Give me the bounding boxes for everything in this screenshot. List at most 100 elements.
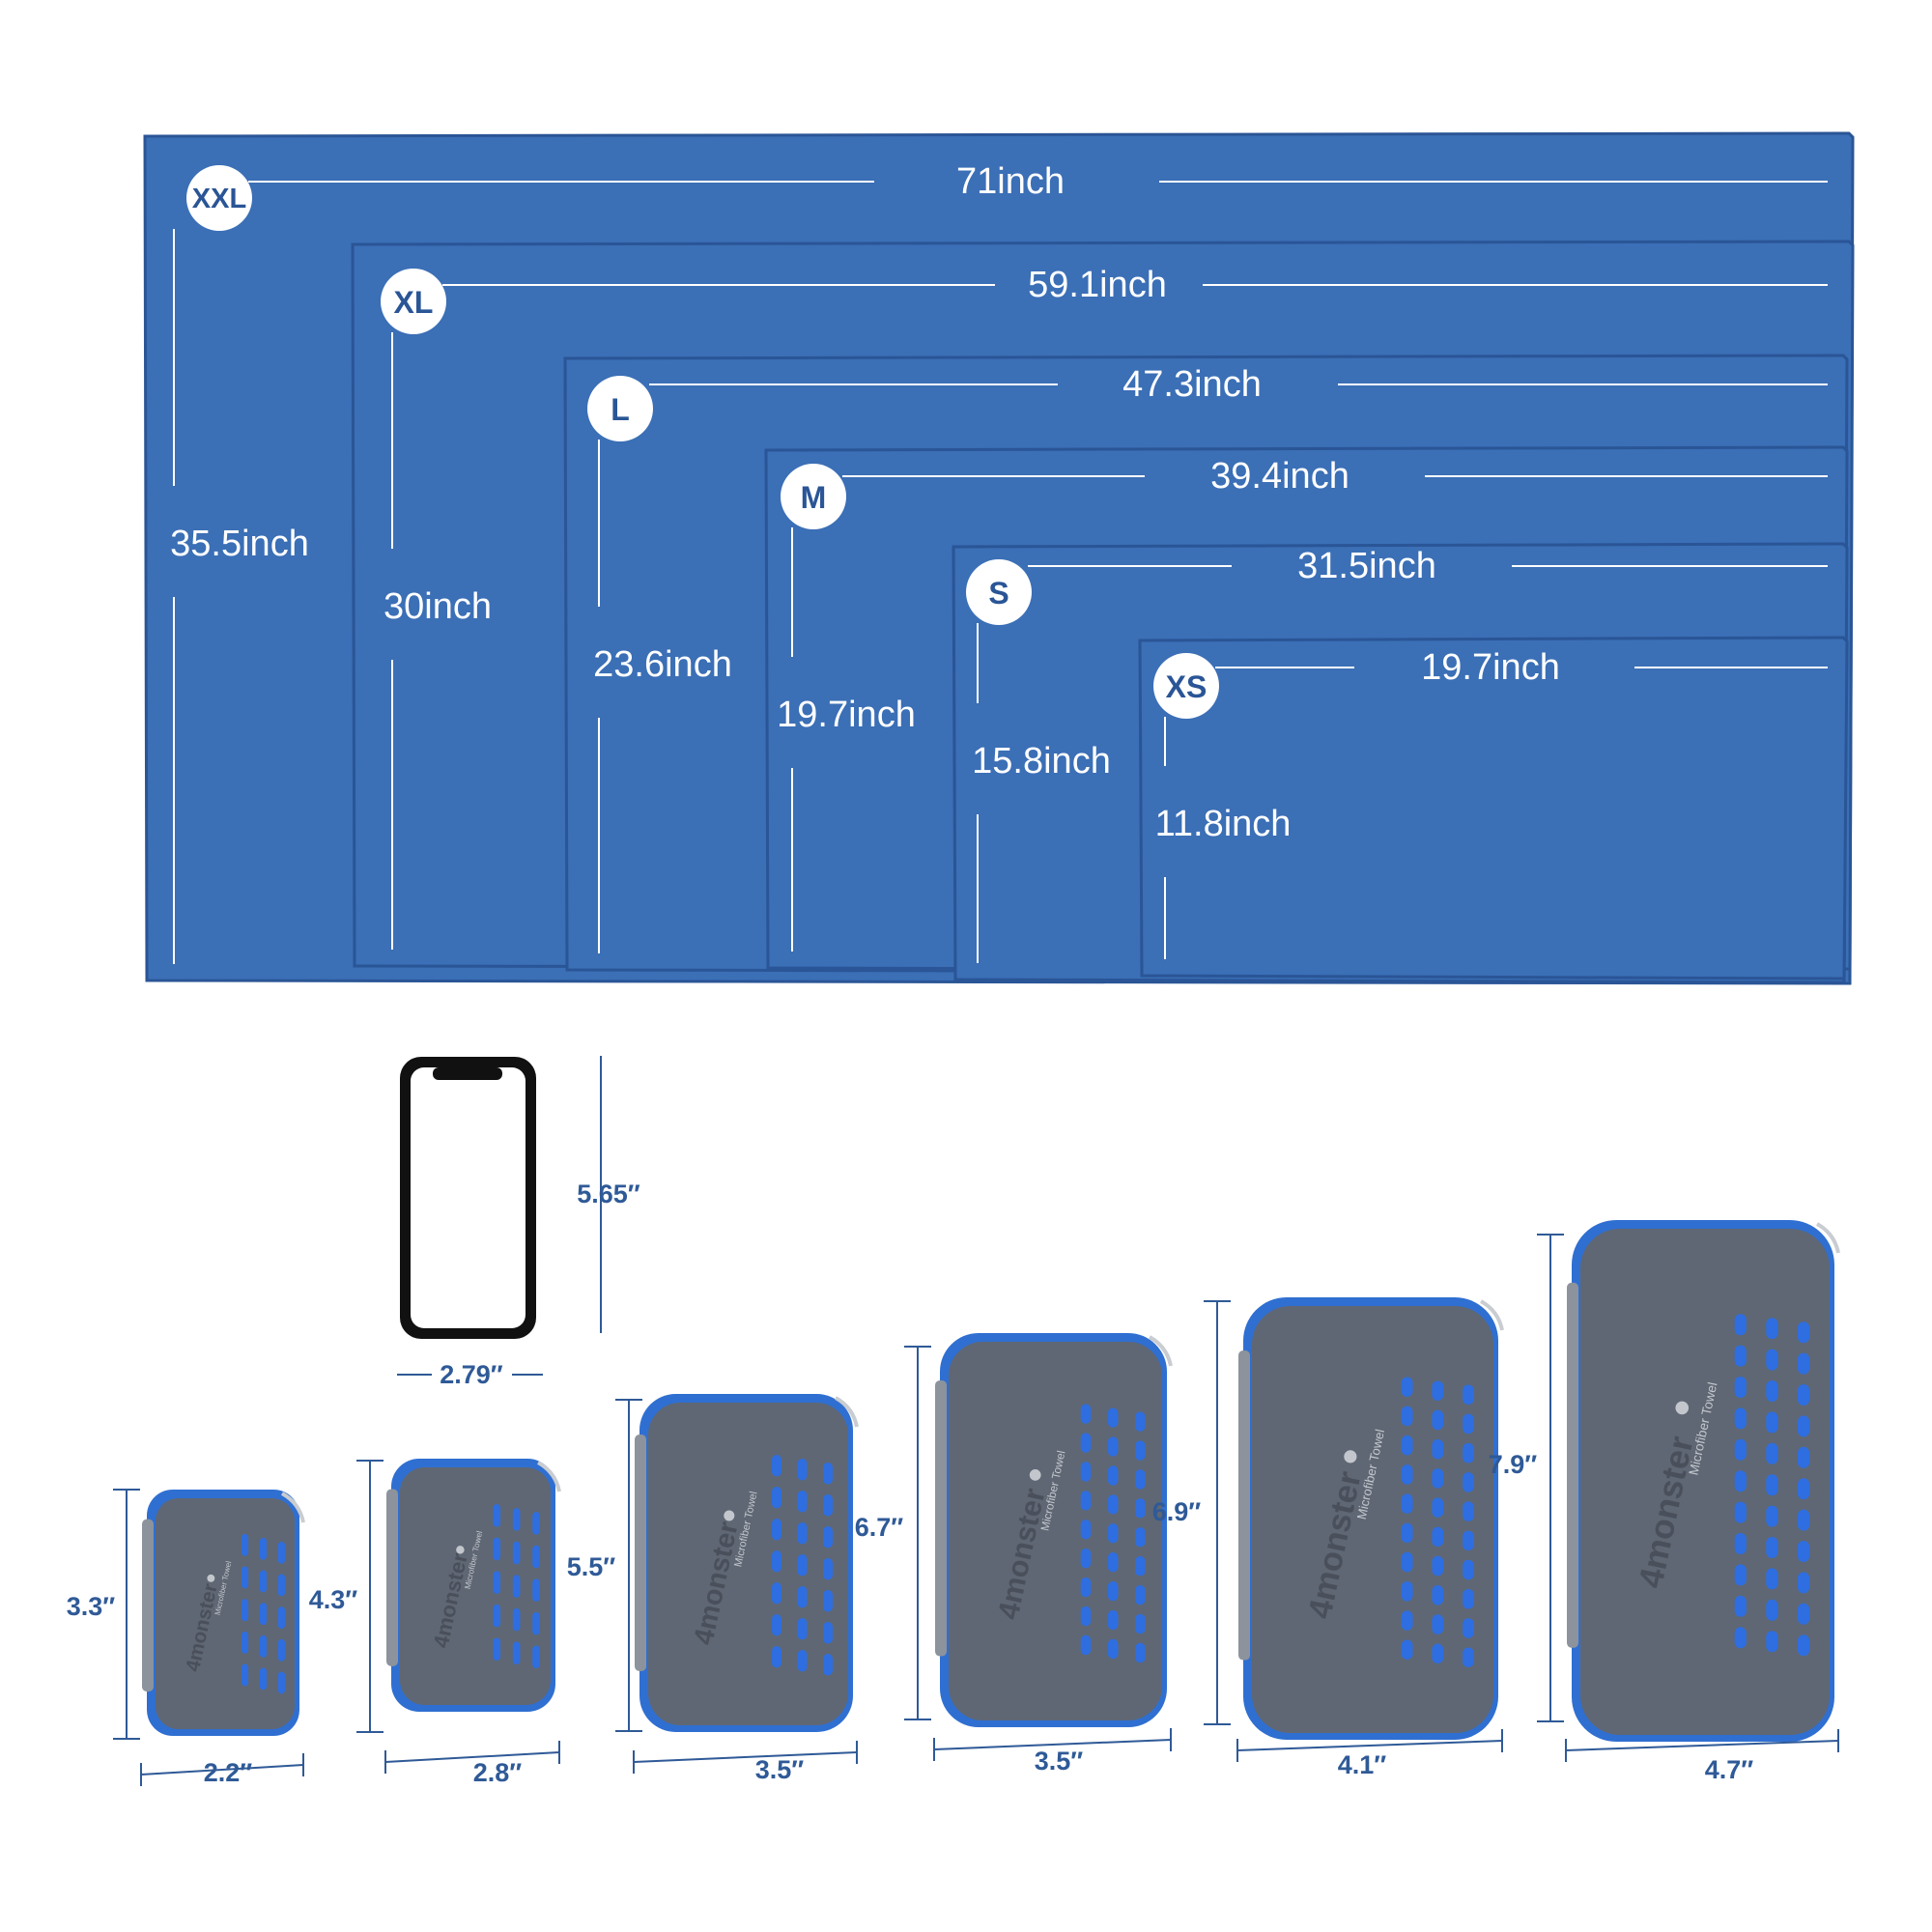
case-vent [1797, 1352, 1810, 1375]
towel-height-label: 11.8inch [1155, 804, 1292, 844]
case-vent [1797, 1446, 1810, 1468]
case-vent [1107, 1436, 1119, 1457]
towel-height-label: 19.7inch [777, 695, 916, 735]
case-vent [823, 1590, 834, 1612]
case-vent [772, 1614, 781, 1636]
size-badge [587, 376, 653, 441]
case-handle-strap [142, 1519, 154, 1692]
case-vent [532, 1645, 540, 1669]
size-badge [966, 559, 1032, 625]
case-vent [1734, 1595, 1747, 1617]
size-badge [1153, 653, 1219, 719]
case-vent [1401, 1493, 1413, 1514]
case-vent [823, 1463, 834, 1485]
case-vent [1797, 1415, 1810, 1437]
towel-height-label: 35.5inch [170, 524, 309, 564]
case-vent [277, 1638, 285, 1662]
case-vent [1432, 1585, 1444, 1605]
case-vent [1432, 1380, 1444, 1401]
case-vent [1766, 1631, 1778, 1653]
case-vent [772, 1646, 781, 1668]
case-vent [241, 1663, 249, 1687]
case-vent [1107, 1609, 1119, 1631]
case-vent [1080, 1404, 1092, 1424]
case-vent [259, 1603, 268, 1626]
case-vent [1107, 1580, 1119, 1602]
phone-screen [411, 1067, 526, 1328]
case-vent [1401, 1522, 1413, 1544]
case-handle-strap [635, 1435, 646, 1671]
case-vent [241, 1566, 249, 1589]
towel-width-label: 59.1inch [1028, 265, 1167, 305]
case-vent [797, 1459, 808, 1481]
case-vent [1107, 1638, 1119, 1660]
phone-reference: 5.65″2.79″ [397, 1056, 640, 1389]
brand-mark-icon [207, 1574, 215, 1582]
case-vent [277, 1606, 285, 1630]
case-vent [1463, 1384, 1474, 1405]
case-vent [1734, 1533, 1747, 1555]
case-vent [1797, 1603, 1810, 1625]
case-vent [1135, 1469, 1146, 1490]
case-vent [1797, 1509, 1810, 1531]
case-vent [823, 1558, 834, 1580]
case-vent [1135, 1527, 1146, 1548]
zipper-pull-icon [1148, 1335, 1173, 1367]
case-vent [1401, 1581, 1413, 1602]
case-vent [1463, 1472, 1474, 1492]
zipper-pull-icon [536, 1461, 561, 1492]
case-vent [797, 1554, 808, 1577]
case-vent [1766, 1505, 1778, 1527]
size-badge [381, 269, 446, 334]
towel-fabric [1138, 636, 1849, 980]
case-vent [1135, 1440, 1146, 1461]
case-vent [493, 1537, 501, 1561]
case-shell [400, 1467, 551, 1705]
case-vent [1766, 1537, 1778, 1559]
case-vent [1734, 1470, 1747, 1492]
case-vent [1766, 1474, 1778, 1496]
case-vent [1135, 1498, 1146, 1519]
case-shell [156, 1498, 295, 1729]
case-vent [1135, 1613, 1146, 1634]
case-vent [532, 1578, 540, 1602]
case-vent [259, 1570, 268, 1593]
case-vent [1766, 1568, 1778, 1590]
case-vent [1107, 1465, 1119, 1486]
case-vent [1734, 1345, 1747, 1367]
case-vent [1463, 1413, 1474, 1435]
case-vent [512, 1641, 521, 1665]
case-vent [1463, 1589, 1474, 1609]
case-vent [1080, 1548, 1092, 1569]
case-width-line [384, 1751, 560, 1763]
brand-mark-icon [1344, 1450, 1357, 1463]
zipper-pull-icon [1815, 1222, 1840, 1254]
case-vent [1432, 1555, 1444, 1577]
size-badge-label: XS [1166, 669, 1208, 704]
case-height-label: 6.9″ [1152, 1497, 1202, 1526]
case-vent [241, 1599, 249, 1622]
case-vent [1766, 1599, 1778, 1621]
case-vent [1080, 1520, 1092, 1540]
case-handle-strap [935, 1379, 947, 1657]
case-vent [493, 1571, 501, 1594]
case-vent [1463, 1442, 1474, 1463]
case-vent [1432, 1526, 1444, 1548]
case-handle-strap [1567, 1282, 1578, 1648]
case-vent [772, 1519, 781, 1541]
case-vent [1463, 1559, 1474, 1580]
case-handle-strap [386, 1489, 398, 1666]
case-handle-strap [1238, 1350, 1250, 1661]
case-vent [823, 1654, 834, 1676]
case-width-label: 4.1″ [1338, 1750, 1387, 1779]
case-vent [1135, 1642, 1146, 1663]
towel-width-label: 47.3inch [1122, 364, 1262, 405]
case-vent [772, 1550, 781, 1573]
towel-height-label: 15.8inch [972, 741, 1111, 781]
size-badge-label: XL [394, 285, 434, 320]
case-vent [1432, 1409, 1444, 1431]
towel-height-label: 30inch [384, 586, 492, 627]
case-vent [277, 1541, 285, 1564]
